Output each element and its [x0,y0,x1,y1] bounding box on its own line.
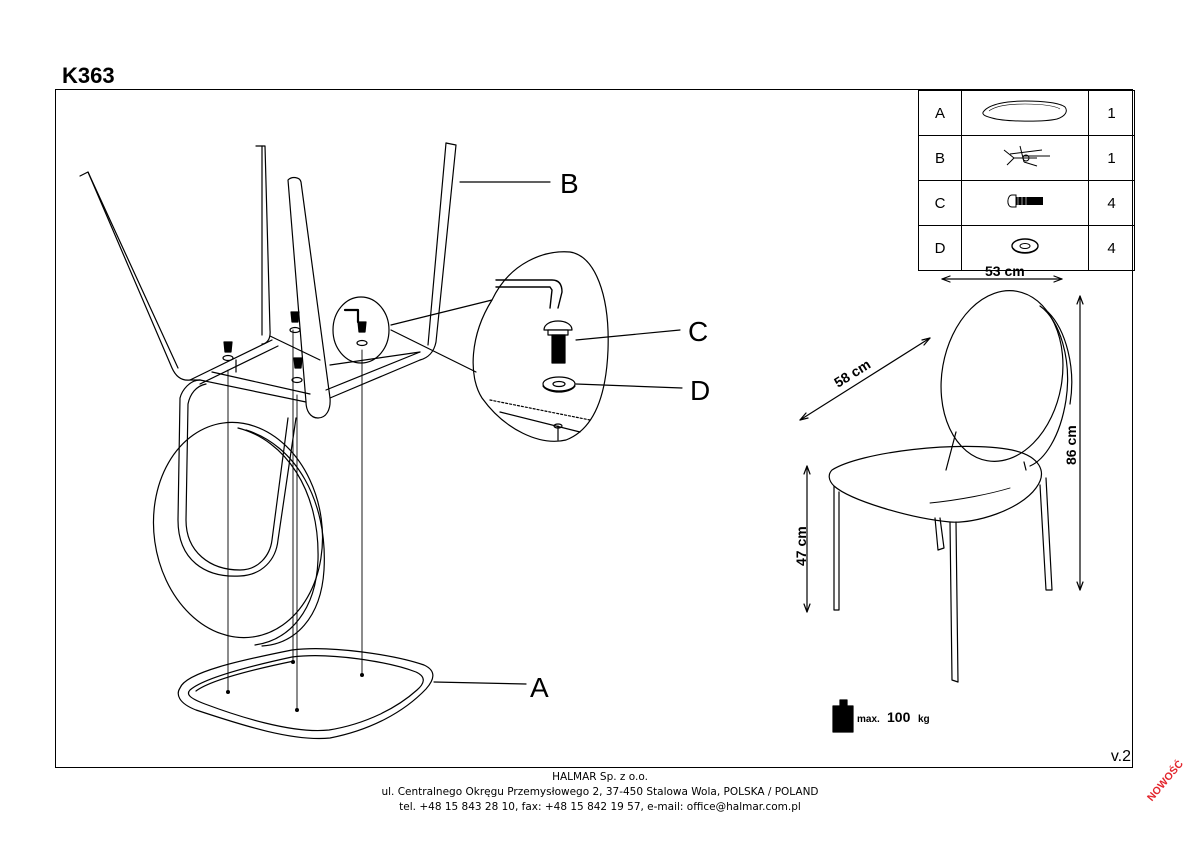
frame-bolts [222,311,368,384]
parts-table: A 1 B 1 C 4 [918,90,1135,271]
dim-height: 86 cm [1063,425,1079,465]
parts-row-d: D 4 [918,225,1135,271]
bolt-icon [1007,194,1043,208]
page-title: K363 [62,63,115,88]
frame-part-b [79,142,457,577]
chair-side-view [828,290,1073,683]
part-qty: 4 [1088,225,1135,271]
footer: HALMAR Sp. z o.o. ul. Centralnego Okręgu… [0,770,1200,815]
dim-width: 53 cm [985,263,1025,279]
dim-depth: 58 cm [831,356,873,391]
detail-marker [332,296,493,373]
frame-icon [1003,145,1050,167]
part-qty: 4 [1088,180,1135,226]
callout-c: C [688,316,708,347]
max-load-value: 100 [887,709,911,725]
part-qty: 1 [1088,135,1135,181]
part-letter: D [918,225,962,271]
dim-seat-height: 47 cm [793,526,809,566]
footer-address: ul. Centralnego Okręgu Przemysłowego 2, … [381,786,819,798]
detail-view [472,251,609,442]
dimension-lines [799,275,1084,613]
part-letter: B [918,135,962,181]
weight-icon [832,699,854,733]
backrest-part [152,421,325,647]
callout-a: A [530,672,549,703]
footer-company: HALMAR Sp. z o.o. [552,771,648,783]
callout-d: D [690,375,710,406]
guide-lines [227,329,363,711]
callout-b: B [560,168,579,199]
max-load-unit: kg [918,714,930,725]
washer-icon [1011,238,1039,254]
callout-lines [433,181,683,685]
max-load-prefix: max. [857,714,880,725]
diagram-frame [55,89,1133,768]
parts-row-b: B 1 [918,135,1135,181]
seat-icon [982,100,1067,122]
footer-contact: tel. +48 15 843 28 10, fax: +48 15 842 1… [399,801,801,813]
seat-part-a [177,648,434,740]
version-label: v.2 [1110,748,1131,765]
